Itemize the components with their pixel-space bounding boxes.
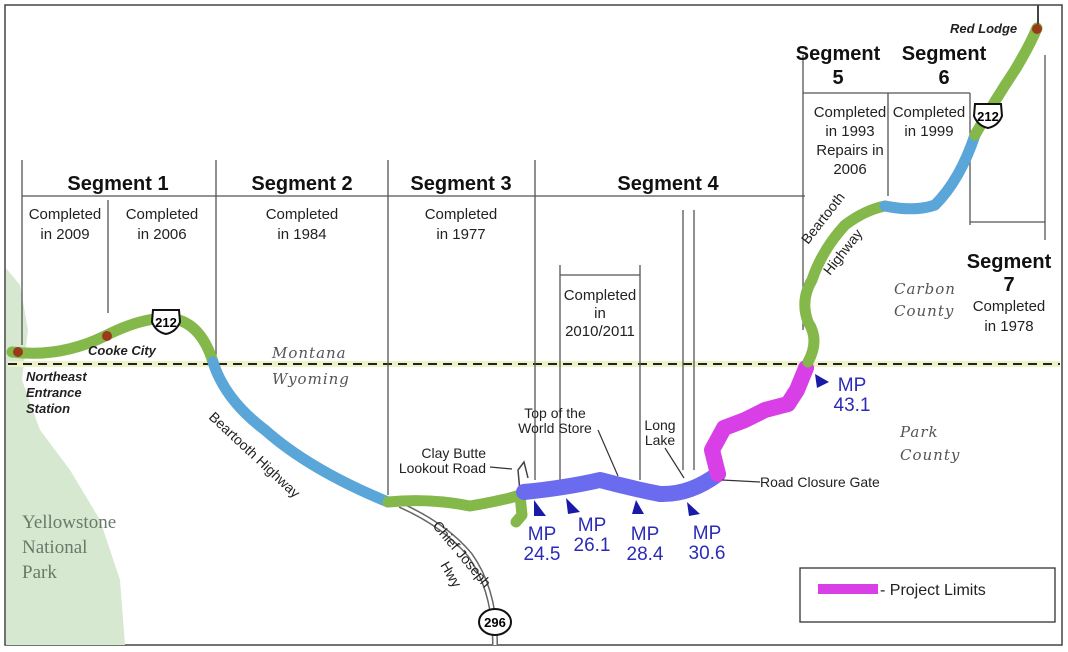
highway-route — [6, 22, 1043, 528]
top-of-world-label: World Store — [518, 420, 592, 436]
cooke-city-label: Cooke City — [88, 343, 157, 358]
svg-text:43.1: 43.1 — [834, 395, 871, 416]
ne-entrance-label: Entrance — [26, 385, 82, 400]
wyoming-label: Wyoming — [272, 370, 350, 388]
seg4-status: Completed — [564, 287, 637, 304]
yellowstone-label: Yellowstone — [22, 512, 116, 533]
segment-5-title: Segment — [796, 43, 881, 65]
milepost-marker-icon — [566, 498, 580, 514]
segment-6-title: Segment — [902, 43, 987, 65]
seg3-status: Completed — [425, 206, 498, 223]
clay-butte-label: Lookout Road — [399, 460, 486, 476]
route-segment-green — [799, 200, 891, 368]
milepost-marker-icon — [815, 374, 829, 388]
seg2-status: Completed — [266, 206, 339, 223]
seg4-in: in — [594, 305, 606, 322]
us212-shield-icon: 212 — [150, 309, 182, 336]
us212-shield-icon: 212 — [972, 103, 1004, 130]
route-segment-green — [382, 489, 528, 528]
seg4-year: 2010/2011 — [565, 323, 635, 340]
seg5-line: 2006 — [833, 161, 866, 178]
seg6-year: in 1999 — [904, 123, 953, 140]
segment-6-number: 6 — [938, 67, 949, 89]
ne-entrance-label: Northeast — [26, 369, 87, 384]
seg7-year: in 1978 — [984, 318, 1033, 335]
svg-text:212: 212 — [977, 109, 999, 124]
milepost-43-1: MP 43.1 — [815, 374, 870, 416]
svg-text:212: 212 — [155, 315, 177, 330]
route-segment-blue — [879, 129, 981, 215]
seg5-line: in 1993 — [825, 123, 874, 140]
seg3-year: in 1977 — [436, 226, 485, 243]
seg1a-year: in 2009 — [40, 226, 89, 243]
svg-text:MP: MP — [528, 524, 557, 545]
svg-text:MP: MP — [693, 523, 722, 544]
park-county-label: County — [900, 446, 960, 464]
milepost-marker-icon — [687, 502, 700, 516]
clay-butte-label: Clay Butte — [421, 445, 486, 461]
milepost-marker-icon — [632, 500, 644, 514]
seg1a-status: Completed — [29, 206, 102, 223]
svg-text:MP: MP — [631, 524, 660, 545]
svg-text:28.4: 28.4 — [627, 544, 664, 565]
milepost-28-4: MP 28.4 — [627, 500, 664, 565]
milepost-30-6: MP 30.6 — [687, 502, 725, 564]
segment-1-title: Segment 1 — [67, 173, 168, 195]
svg-text:296: 296 — [484, 615, 506, 630]
park-county-label: Park — [899, 423, 939, 441]
long-lake-label: Long — [644, 417, 675, 433]
yellowstone-park-area — [6, 268, 125, 645]
svg-text:MP: MP — [578, 515, 607, 536]
red-lodge-dot — [1032, 24, 1042, 34]
montana-label: Montana — [271, 344, 347, 362]
carbon-county-label: County — [894, 302, 954, 320]
clay-butte-road — [517, 460, 529, 493]
yellowstone-label: Park — [22, 562, 57, 583]
segment-4-title: Segment 4 — [617, 173, 719, 195]
milepost-26-1: MP 26.1 — [566, 498, 610, 556]
svg-text:MP: MP — [838, 375, 867, 396]
svg-text:26.1: 26.1 — [574, 535, 611, 556]
project-limits-route — [704, 360, 814, 482]
segment-7-title: Segment — [967, 251, 1052, 273]
seg5-line: Repairs in — [816, 142, 884, 159]
svg-text:30.6: 30.6 — [689, 543, 726, 564]
long-lake-label: Lake — [645, 432, 676, 448]
top-of-world-label: Top of the — [524, 405, 586, 421]
seg1b-year: in 2006 — [137, 226, 186, 243]
segment-3-title: Segment 3 — [410, 173, 511, 195]
road-closure-gate-label: Road Closure Gate — [760, 474, 880, 490]
project-limits-swatch — [818, 584, 878, 594]
seg2-year: in 1984 — [277, 226, 326, 243]
yellowstone-label: National — [22, 537, 87, 558]
segment-grid — [21, 55, 1046, 495]
project-route-purple — [516, 466, 726, 503]
svg-text:24.5: 24.5 — [524, 544, 561, 565]
seg1b-status: Completed — [126, 206, 199, 223]
legend: - Project Limits — [799, 567, 1056, 623]
milepost-marker-icon — [534, 500, 546, 516]
route-segment-green — [6, 312, 219, 368]
segment-2-title: Segment 2 — [251, 173, 352, 195]
segment-7-number: 7 — [1003, 274, 1014, 296]
route-segment-blue — [207, 356, 394, 508]
segment-5-number: 5 — [832, 67, 843, 89]
legend-project-limits: - Project Limits — [880, 582, 986, 599]
wy296-shield-icon: 296 — [478, 608, 512, 636]
red-lodge-label: Red Lodge — [950, 21, 1017, 36]
cooke-city-dot — [102, 331, 112, 341]
carbon-county-label: Carbon — [894, 280, 956, 298]
ne-entrance-label: Station — [26, 401, 70, 416]
milepost-24-5: MP 24.5 — [524, 500, 561, 565]
seg5-line: Completed — [814, 104, 887, 121]
ne-entrance-dot — [13, 347, 23, 357]
seg7-status: Completed — [973, 298, 1046, 315]
seg6-status: Completed — [893, 104, 966, 121]
